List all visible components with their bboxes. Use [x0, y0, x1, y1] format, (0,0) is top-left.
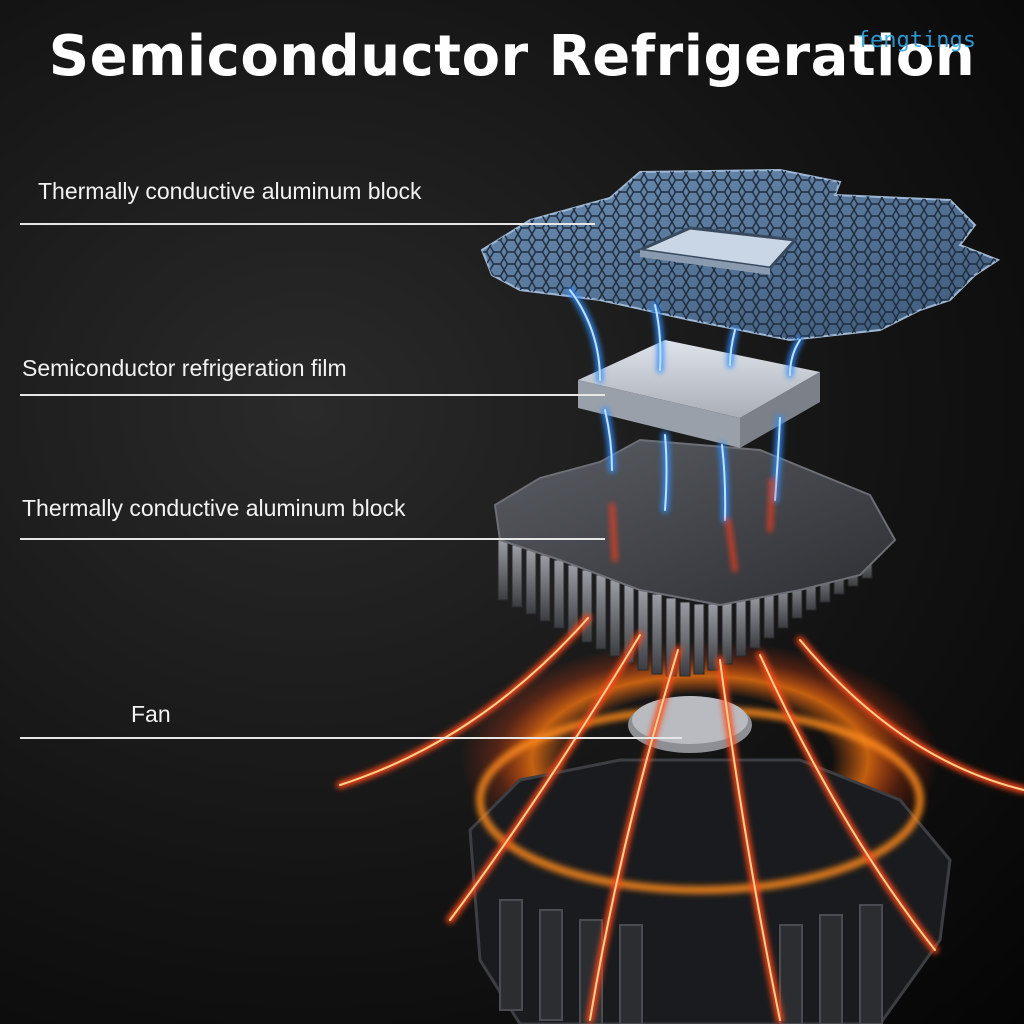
leader-line-fan [20, 737, 682, 739]
leader-line-top-block [20, 223, 595, 225]
label-refrigeration-film: Semiconductor refrigeration film [22, 355, 347, 381]
watermark: fengtings [856, 28, 976, 53]
top-block [480, 168, 1001, 342]
leader-line-bottom-block [20, 538, 605, 540]
fan-body [468, 696, 952, 1024]
leader-line-film [20, 394, 605, 396]
bottom-block [493, 438, 897, 677]
label-bottom-block: Thermally conductive aluminum block [22, 495, 406, 521]
page-title: Semiconductor Refrigeration [48, 24, 976, 89]
label-fan: Fan [131, 701, 171, 727]
label-top-block: Thermally conductive aluminum block [38, 178, 422, 204]
cold-flow-core [569, 289, 801, 521]
hot-flow-core [339, 617, 1024, 1021]
refrigeration-film [578, 340, 820, 448]
